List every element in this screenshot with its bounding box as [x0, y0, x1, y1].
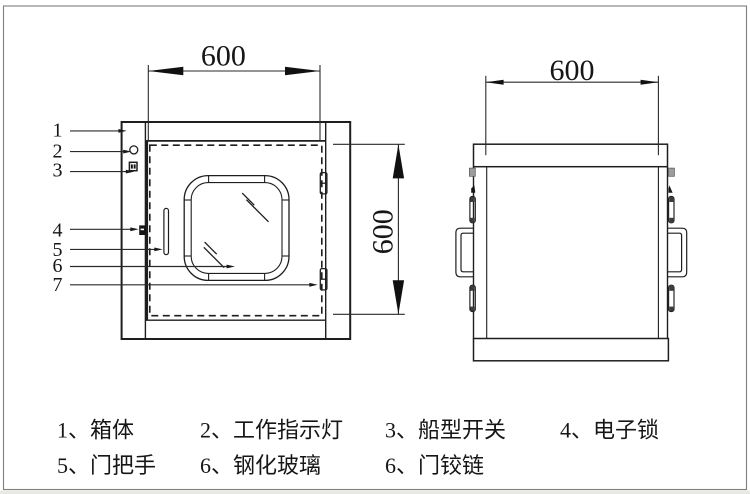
side-left-hinge-top-body [469, 195, 476, 224]
leader-arrow-6 [226, 264, 235, 269]
side-right-handle-outer [667, 227, 688, 278]
figure-border [2, 5, 748, 491]
side-left-handle [455, 227, 474, 278]
side-bottom-band [472, 337, 670, 362]
front-door-hinges [319, 171, 328, 291]
front-height-dimension [333, 143, 405, 315]
callout-number-6: 6 [53, 255, 63, 277]
callout-leaders [70, 129, 318, 287]
height-dim-arrow-bottom [392, 280, 405, 315]
side-left-hinge-bottom-body [469, 284, 476, 313]
side-right-hinge-top-cap1 [669, 197, 674, 202]
electronic-lock-slit [140, 228, 144, 231]
leader-arrow-7 [309, 282, 318, 287]
side-top-band [472, 143, 669, 168]
height-dim-arrow-top [392, 144, 405, 179]
door-handle [163, 207, 170, 256]
side-right-hinge-bottom [668, 284, 675, 313]
side-left-hinge-bottom-cap1 [470, 285, 475, 291]
callout-number-2: 2 [53, 140, 63, 162]
callout-number-3: 3 [53, 159, 63, 181]
leader-arrow-4 [130, 227, 139, 232]
side-right-hinge-top [668, 195, 675, 224]
electronic-lock [139, 225, 146, 235]
side-left-hinge-top-cap1 [470, 197, 475, 202]
side-dim-arrow-left [485, 79, 504, 85]
legend-item-rocker-switch: 3、船型开关 [385, 418, 506, 443]
rocker-switch-mark-right [133, 164, 136, 169]
side-right-handle [667, 227, 688, 278]
glass-outer-frame [183, 174, 290, 282]
callout-numbers: 1 2 3 4 5 6 7 [53, 119, 63, 296]
leader-arrow-1 [118, 129, 127, 133]
glass-hatch-marks [203, 192, 269, 269]
front-dim-arrow-left [148, 66, 184, 76]
legend-item-indicator-light: 2、工作指示灯 [200, 418, 343, 443]
rocker-switch [128, 161, 138, 172]
callout-number-4: 4 [53, 220, 63, 242]
callout-number-1: 1 [53, 119, 63, 141]
side-left-hinge-bottom [469, 284, 476, 313]
leader-arrow-2 [123, 149, 132, 154]
rocker-switch-mark-left [130, 164, 133, 169]
side-right-hinge-bottom-body [668, 284, 675, 313]
side-left-hinge-top-cap2 [470, 217, 475, 223]
leader-arrow-5 [154, 247, 163, 252]
side-dim-arrow-right [640, 79, 659, 85]
leader-arrow-3 [125, 169, 135, 174]
side-right-fittings [667, 167, 688, 313]
side-left-hinge-top [469, 195, 476, 224]
rocker-switch-body [128, 161, 138, 172]
front-width-dim-label: 600 [201, 40, 246, 73]
side-left-handle-inner [460, 232, 474, 273]
legend: 1、箱体 2、工作指示灯 3、船型开关 4、电子锁 5、门把手 6、钢化玻璃 6… [57, 418, 659, 479]
legend-item-tempered-glass: 6、钢化玻璃 [200, 453, 321, 478]
side-right-tab [668, 167, 675, 177]
callout-number-7: 7 [53, 274, 63, 296]
side-left-hinge-bottom-cap2 [470, 306, 475, 311]
front-dim-arrow-right [285, 66, 320, 76]
glass-frame-ticks [184, 175, 289, 281]
side-left-fittings [455, 167, 476, 313]
side-width-dimension [485, 75, 659, 156]
indicator-light [129, 145, 139, 155]
glass-inner-frame [190, 182, 283, 274]
side-right-hinge-top-body [668, 195, 675, 224]
front-door-dashed-outline [149, 144, 323, 317]
side-right-hinge-bottom-cap1 [669, 285, 674, 291]
bottom-page-strip [0, 490, 750, 494]
legend-item-box-body: 1、箱体 [57, 418, 134, 443]
legend-item-door-handle: 5、门把手 [57, 453, 156, 478]
side-left-latch-mark [471, 185, 476, 193]
side-right-hinge-bottom-cap2 [669, 306, 674, 311]
callout-number-5: 5 [53, 239, 63, 261]
legend-item-electronic-lock: 4、电子锁 [560, 418, 659, 443]
side-left-tab [469, 167, 476, 177]
glass-window [183, 174, 290, 282]
side-right-latch-mark [668, 185, 673, 193]
side-view [455, 143, 688, 362]
side-left-handle-outer [455, 227, 474, 278]
legend-item-door-hinge: 6、门铰链 [385, 453, 484, 478]
front-width-dimension [147, 65, 321, 142]
side-right-handle-inner [667, 232, 683, 273]
front-height-dim-label: 600 [366, 209, 399, 254]
side-right-hinge-top-cap2 [669, 217, 674, 223]
side-width-dim-label: 600 [550, 54, 595, 87]
front-outer-body [120, 121, 352, 340]
front-view [120, 121, 352, 340]
